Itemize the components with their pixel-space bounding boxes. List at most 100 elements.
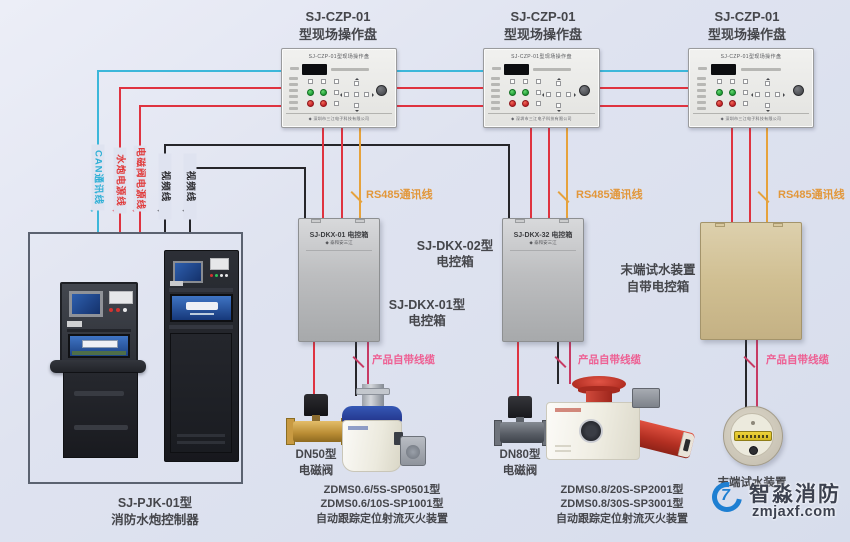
led-label-bar [491, 107, 500, 110]
vent-slot [74, 391, 124, 396]
stop-button [509, 100, 516, 107]
driver-box [632, 388, 660, 408]
screen-dialog [186, 302, 218, 310]
cannon-power-wire [119, 87, 812, 89]
arrow-down-button [354, 103, 359, 108]
label-line: 自动跟踪定位射流灭火装置 [556, 512, 688, 525]
power-wire [530, 124, 532, 219]
label-line: 电磁阀 [298, 464, 334, 477]
start-button [716, 89, 723, 96]
screen-footer [72, 351, 126, 355]
operator-panel-2: SJ-CZP-01型现场操作盘 ◆ 深圳市三江电子科技有限公司 [483, 48, 600, 128]
watermark: 7 智淼消防 zmjaxf.com [706, 476, 847, 524]
dn80-valve-wire [517, 340, 519, 400]
valve-power-wire [139, 105, 812, 107]
valve-stem [516, 417, 524, 423]
valve-power-label: 电磁阀电源线 [133, 145, 147, 212]
power-wire [322, 124, 324, 219]
tower-screen [173, 261, 203, 283]
up-arrow-icon [355, 76, 359, 80]
right-arrow-icon [783, 93, 787, 97]
lcd-display [302, 64, 327, 75]
disc-dot [751, 421, 755, 425]
panel-knob [376, 85, 387, 96]
indicator-lamp [334, 79, 339, 84]
indicator-lamp [321, 79, 326, 84]
label-line: 末端试水装置 [620, 263, 696, 277]
tower-button [210, 274, 213, 277]
video-drop-box1 [304, 167, 306, 220]
motor-hub [406, 445, 420, 459]
tower-card [210, 258, 229, 270]
led-label-bar [491, 95, 500, 98]
led-label-bar [289, 77, 298, 80]
indicator-lamp [334, 90, 339, 95]
tower-band [169, 325, 233, 329]
arrow-right-button [364, 92, 369, 97]
device-cable-red [756, 338, 758, 412]
mount-tab [773, 223, 783, 227]
console-main-screen [68, 334, 130, 358]
power-wire [731, 123, 733, 223]
start-button [729, 89, 736, 96]
product-cable-label: 产品自带线缆 [766, 354, 829, 366]
console-cabinet-body [63, 372, 138, 458]
pipe-flange [356, 388, 390, 395]
console-chip [67, 321, 82, 327]
led-label-bar [491, 77, 500, 80]
panel-knob [793, 85, 804, 96]
heading-line: 型现场操作盘 [707, 26, 786, 42]
rs485-label: RS485通讯线 [576, 189, 643, 201]
led-label-bar [697, 107, 706, 110]
valve-body [293, 421, 343, 442]
label-line: SJ-PJK-01型 [117, 496, 193, 510]
vent-line [555, 445, 571, 447]
led-label-bar [491, 89, 500, 92]
box-plate-brand: ◆ 泰和安三江 [325, 240, 353, 245]
heading-line: 型现场操作盘 [503, 26, 582, 42]
led-label-bar [289, 101, 298, 104]
end-test-device [723, 406, 783, 466]
box-plate-title: SJ-DKX-01 电控箱 [309, 232, 369, 239]
tower-chip [170, 281, 183, 286]
heading-line: SJ-CZP-01 [305, 9, 371, 24]
label-line: 自带电控箱 [626, 279, 690, 294]
end-test-label: 末端试水装置 [717, 477, 787, 489]
device-cable-black [355, 340, 357, 396]
stop-button [522, 100, 529, 107]
zdms08-label: ZDMS0.8/20S-SP2001型 ZDMS0.8/30S-SP3001型 … [540, 483, 704, 526]
led-label-bar [697, 77, 706, 80]
up-arrow-icon [766, 76, 770, 80]
valve-coil [304, 394, 328, 416]
panel-footer-brand: ◆ 深圳市三江电子科技有限公司 [286, 113, 392, 122]
dn80-solenoid-valve [494, 396, 550, 448]
camera-lens [579, 419, 603, 443]
watermark-name: 智淼消防 [749, 483, 841, 506]
device-cable-black [745, 338, 747, 412]
mount-tab [355, 219, 365, 223]
indicator-lamp [743, 79, 748, 84]
valve-body [500, 422, 544, 443]
yellow-nameplate [734, 431, 772, 441]
zdms06-label: ZDMS0.6/5S-SP0501型 ZDMS0.6/10S-SP1001型 自… [300, 483, 464, 526]
right-arrow-icon [574, 93, 578, 97]
vent-line [555, 450, 571, 452]
indicator-lamp [334, 101, 339, 106]
cannon-power-label: 水炮电源线 [113, 147, 127, 214]
fine-print-bar [741, 68, 781, 71]
mount-tab [311, 219, 321, 223]
box-plate-brand: ◆ 泰和安三江 [529, 240, 557, 245]
down-arrow-icon [355, 110, 359, 114]
label-line: ZDMS0.8/30S-SP3001型 [560, 498, 684, 511]
video-wire-b [189, 167, 306, 169]
panel-footer-brand: ◆ 深圳市三江电子科技有限公司 [488, 113, 595, 122]
vent-slot [177, 434, 225, 437]
box-plate-title: SJ-DKX-32 电控箱 [513, 232, 573, 239]
start-button [320, 89, 327, 96]
stop-button [307, 100, 314, 107]
tower-cabinet [164, 250, 239, 462]
dkx02-label: SJ-DKX-02型 电控箱 [400, 238, 510, 271]
brand-strip [348, 426, 368, 430]
device-body [546, 402, 640, 460]
disc-port [749, 446, 758, 455]
